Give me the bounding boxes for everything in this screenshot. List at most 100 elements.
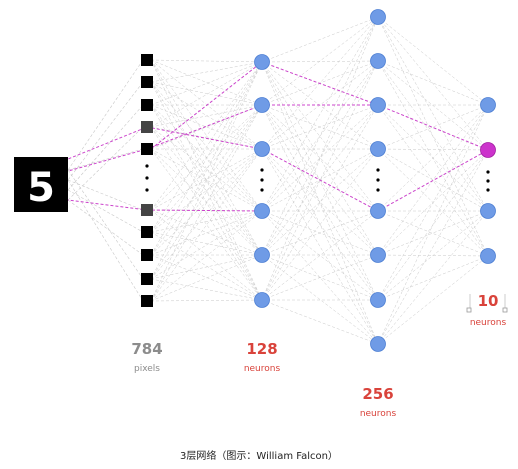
figure-caption: 3层网络（图示：William Falcon） <box>180 451 338 462</box>
edge-pixel-to-hidden1 <box>150 61 263 280</box>
edge-pixel-to-hidden1 <box>150 61 263 302</box>
hidden1-neuron <box>254 97 270 113</box>
edge-hidden2-to-output <box>377 60 489 257</box>
edge-pixel-to-hidden1 <box>150 81 263 256</box>
edge-image-to-pixel <box>67 189 144 233</box>
edge-hidden2-to-output <box>377 210 489 345</box>
edge-hidden2-to-output <box>377 104 489 212</box>
edge-image-to-pixel <box>67 148 144 171</box>
edge-pixel-to-hidden1 <box>150 59 263 150</box>
edge-image-to-pixel <box>67 179 144 302</box>
edge-pixel-to-hidden1 <box>150 104 263 128</box>
highlighted-path-edges <box>35 61 489 212</box>
output-unit-label: neurons <box>470 318 507 328</box>
active-output-neuron <box>480 142 496 158</box>
edge-hidden1-to-hidden2 <box>261 254 379 301</box>
edge-hidden2-to-output <box>377 255 489 301</box>
edge-pixel-to-hidden1 <box>150 126 263 301</box>
edge-pixel-to-hidden1 <box>150 148 263 212</box>
edge-pixel-to-hidden1 <box>150 254 263 302</box>
edge-pixel-to-hidden1 <box>150 231 263 301</box>
edge-pixel-to-hidden1 <box>150 81 263 106</box>
edge-image-to-pixel <box>67 169 144 280</box>
neuron-ellipsis-dot <box>486 188 490 192</box>
edge-pixel-to-hidden1 <box>150 59 263 212</box>
neuron-ellipsis-dot <box>376 188 380 192</box>
edge-hidden1-to-hidden2 <box>261 210 379 301</box>
output-label-bracket <box>469 294 506 310</box>
edge-hidden2-to-output <box>377 104 489 301</box>
edge-hidden2-to-output <box>377 148 489 212</box>
edge-pixel-to-hidden1 <box>150 254 263 280</box>
digit-glyph: 5 <box>27 165 55 211</box>
edge-hidden1-to-hidden2 <box>261 60 379 212</box>
edge-hidden2-to-output <box>377 149 489 345</box>
neuron-ellipsis-dot <box>260 178 264 182</box>
edge-image-to-pixel <box>67 179 144 211</box>
edge-image-to-pixel <box>67 81 144 181</box>
connection-edges <box>67 16 489 345</box>
edge-hidden1-to-hidden2 <box>261 16 379 301</box>
pixel-square <box>141 54 153 66</box>
edge-pixel-to-hidden1 <box>150 210 263 302</box>
hidden2-neuron <box>370 336 386 352</box>
edge-hidden1-to-hidden2 <box>261 16 379 256</box>
pixel-square <box>141 295 153 307</box>
input-pixel-column <box>141 54 153 307</box>
pixel-ellipsis-dot <box>145 188 149 192</box>
neuron-ellipsis-dot <box>260 188 264 192</box>
edge-hidden2-to-output <box>377 60 489 106</box>
output-count-label: 10 <box>478 292 499 310</box>
hidden2-count-label: 256 <box>362 385 393 403</box>
edge-highlight <box>35 148 148 181</box>
edge-hidden2-to-output <box>377 16 489 257</box>
hidden2-neuron <box>370 9 386 25</box>
edge-pixel-to-hidden1 <box>150 210 263 233</box>
edge-pixel-to-hidden1 <box>150 104 263 211</box>
edge-highlight <box>146 61 263 153</box>
edge-pixel-to-hidden1 <box>150 148 263 211</box>
edge-pixel-to-hidden1 <box>150 59 263 63</box>
edge-hidden1-to-hidden2 <box>261 104 379 212</box>
digit-image-background <box>14 157 68 212</box>
edge-pixel-to-hidden1 <box>150 104 263 280</box>
pixel-count-label: 784 <box>131 340 162 358</box>
edge-hidden1-to-hidden2 <box>261 254 379 345</box>
pixel-square <box>141 226 153 238</box>
neuron-ellipsis-dot <box>260 168 264 172</box>
edge-pixel-to-hidden1 <box>150 61 263 211</box>
edge-hidden1-to-hidden2 <box>261 104 379 256</box>
edge-hidden2-to-output <box>377 149 489 301</box>
edge-image-to-pixel <box>67 126 144 201</box>
edge-pixel-to-hidden1 <box>150 61 263 128</box>
edge-hidden1-to-hidden2 <box>261 16 379 63</box>
edge-hidden1-to-hidden2 <box>261 148 379 256</box>
hidden2-neuron <box>370 203 386 219</box>
pixel-ellipsis-dot <box>145 164 149 168</box>
edge-pixel-to-hidden1 <box>150 104 263 301</box>
edge-hidden1-to-hidden2 <box>261 16 379 212</box>
edge-hidden1-to-hidden2 <box>261 148 379 301</box>
edge-hidden2-to-output <box>377 104 489 257</box>
edge-pixel-to-hidden1 <box>150 148 263 302</box>
edge-highlight <box>261 61 379 106</box>
edge-pixel-to-hidden1 <box>150 148 263 233</box>
edge-hidden2-to-output <box>377 148 489 151</box>
edge-highlight <box>146 126 263 150</box>
edge-hidden2-to-output <box>377 60 489 212</box>
edge-highlight <box>146 104 263 150</box>
hidden1-count-label: 128 <box>246 340 277 358</box>
pixel-square <box>141 99 153 111</box>
neuron-ellipsis-dot <box>486 179 490 183</box>
neuron-ellipsis-dot <box>486 170 490 174</box>
hidden1-neuron <box>254 203 270 219</box>
edge-pixel-to-hidden1 <box>150 61 263 256</box>
edge-pixel-to-hidden1 <box>150 104 263 256</box>
edge-pixel-to-hidden1 <box>150 231 263 256</box>
edge-hidden2-to-output <box>377 16 489 106</box>
edge-hidden1-to-hidden2 <box>261 104 379 212</box>
edge-image-to-pixel <box>67 199 144 256</box>
edge-pixel-to-hidden1 <box>150 148 263 301</box>
output-neuron <box>480 203 496 219</box>
edge-hidden1-to-hidden2 <box>261 60 379 63</box>
